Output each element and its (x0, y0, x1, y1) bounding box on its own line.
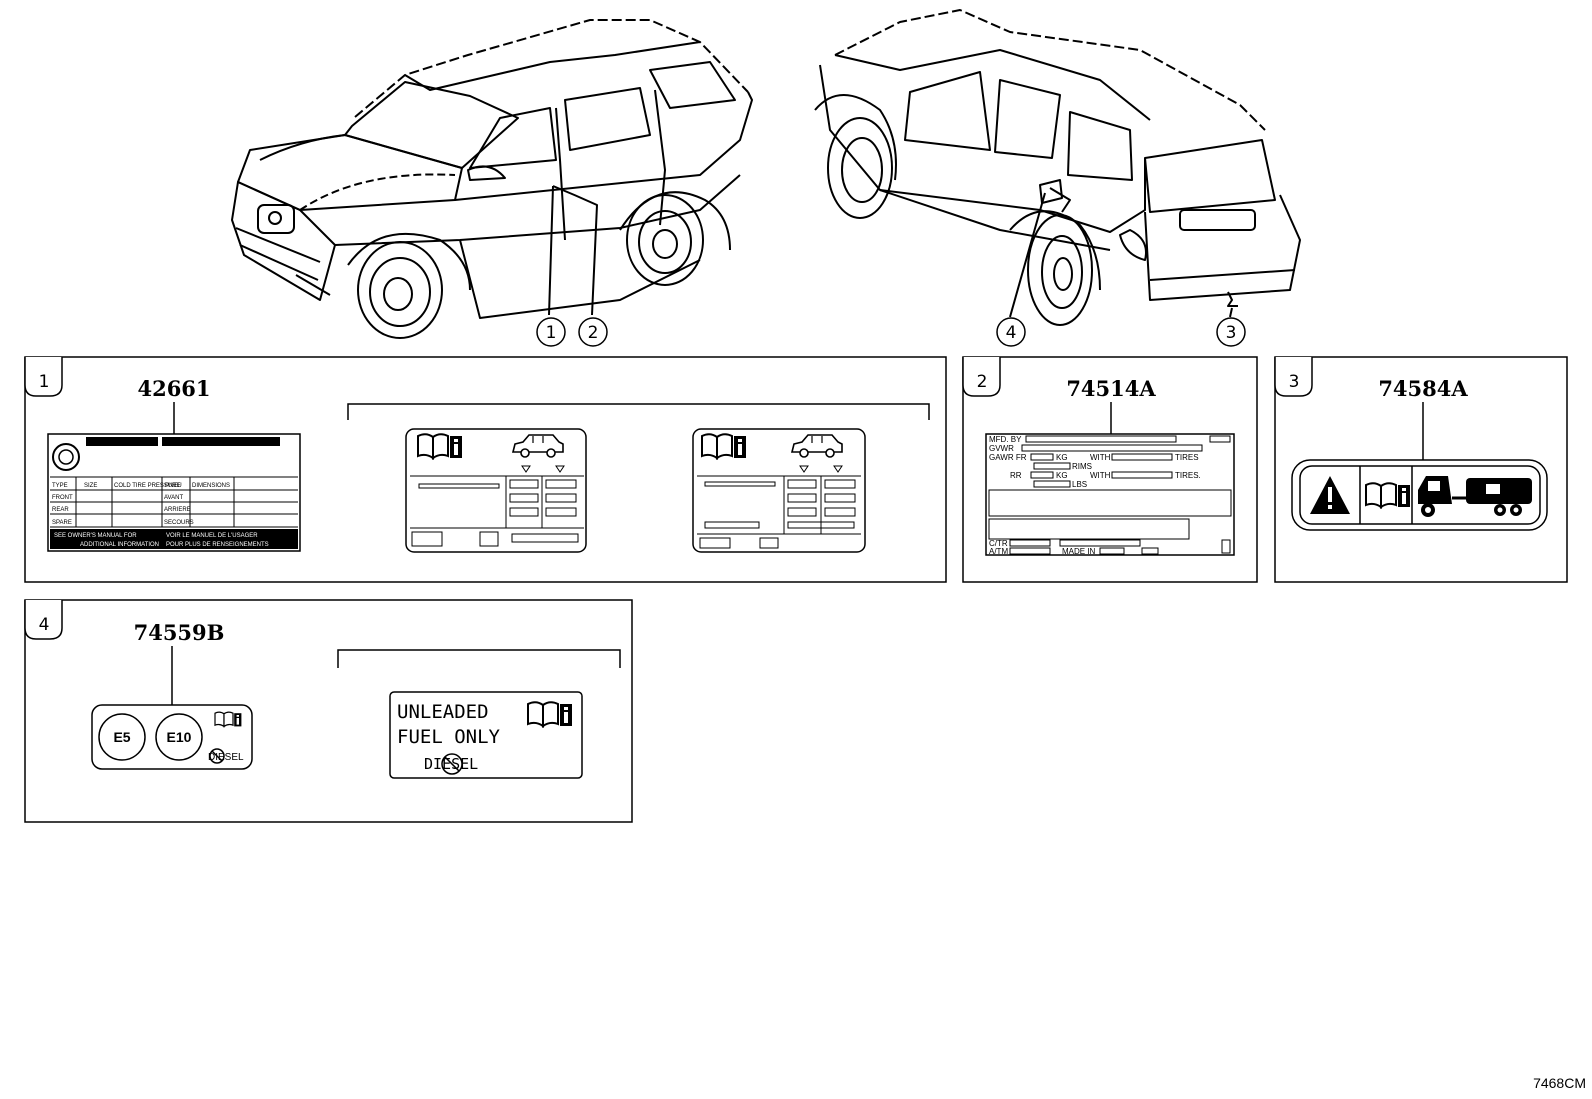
tire-footer-en-2: ADDITIONAL INFORMATION (80, 542, 159, 548)
tire-col-type: TYPE (52, 483, 68, 489)
tire-footer-en-1: SEE OWNER'S MANUAL FOR (54, 533, 137, 539)
e10-badge (155, 713, 203, 761)
panel-2-part-number: 74514A (1066, 376, 1156, 401)
panel-3-index: 3 (1289, 372, 1300, 392)
panel-4: 4 74559B E5 E10 DIESEL UNLEADED FUEL ONL… (24, 599, 633, 823)
callout-4 (996, 317, 1026, 347)
cert-tires-2: TIRES. (1175, 471, 1201, 480)
callout-1-label: 1 (546, 323, 557, 343)
cert-made-in: MADE IN (1062, 547, 1096, 556)
cert-with: WITH (1090, 453, 1111, 462)
no-diesel-small-icon (209, 748, 225, 764)
no-diesel-large-icon (441, 753, 463, 775)
cert-tires: TIRES (1175, 453, 1199, 462)
tire-row-avant: AVANT (164, 495, 183, 501)
cert-kg: KG (1056, 453, 1068, 462)
manual-icon (214, 711, 242, 728)
cert-c-tr: C/TR (989, 539, 1008, 548)
e5-badge (98, 713, 146, 761)
cert-gvwr: GVWR (989, 444, 1014, 453)
unleaded-line-2: FUEL ONLY (397, 726, 501, 748)
owners-manual-icon (1365, 482, 1411, 508)
tire-footer-fr-1: VOIR LE MANUEL DE L'USAGER (166, 533, 258, 539)
cert-with-2: WITH (1090, 471, 1111, 480)
panel-3-part-number: 74584A (1378, 376, 1468, 401)
tire-col-dimensions: DIMENSIONS (192, 483, 230, 489)
manual-icon-large (527, 701, 573, 727)
tire-row-secours: SECOURS (164, 520, 194, 526)
unleaded-line-1: UNLEADED (397, 701, 489, 723)
diesel-small-label: DIESEL (208, 752, 244, 763)
callout-3 (1216, 317, 1246, 347)
certification-label: MFD. BY GVWR GAWR FR KG WITH TIRES RIMS … (985, 433, 1235, 556)
e10-label: E10 (167, 729, 192, 745)
cert-rr: RR (1010, 471, 1022, 480)
rear-vehicle-illustration (814, 9, 1301, 326)
callout-2-label: 2 (588, 323, 599, 343)
cert-lbs: LBS (1072, 480, 1087, 489)
panel-1-index: 1 (39, 372, 50, 392)
tire-info-label-variant-a (405, 428, 587, 553)
panel-1-part-number: 42661 (137, 376, 210, 401)
fuel-label-small: E5 E10 DIESEL (91, 704, 253, 770)
cert-kg-2: KG (1056, 471, 1068, 480)
tire-col-cold-press: COLD TIRE PRESSURE (114, 483, 181, 489)
panel-2: 2 74514A MFD. BY GVWR GAWR FR KG WITH TI… (962, 356, 1258, 583)
tire-row-spare: SPARE (52, 520, 72, 526)
cert-mfd: MFD. BY (989, 435, 1022, 444)
panel-1: 1 42661 TYPE SIZE COLD TIRE PRESSURE PNE… (24, 356, 947, 583)
fuel-label-large: UNLEADED FUEL ONLY DIESEL (389, 691, 583, 779)
callout-3-label: 3 (1226, 323, 1237, 343)
tire-placard-label: TYPE SIZE COLD TIRE PRESSURE PNEU DIMENS… (47, 433, 301, 552)
tire-col-pneu: PNEU (165, 483, 182, 489)
panel-4-part-number: 74559B (134, 620, 225, 645)
tire-col-size: SIZE (84, 483, 97, 489)
cert-rims: RIMS (1072, 462, 1092, 471)
towing-warning-label (1291, 459, 1548, 531)
tire-row-arriere: ARRIERE (164, 507, 191, 513)
e5-label: E5 (113, 729, 130, 745)
truck-trailer-icon (1418, 476, 1532, 517)
tire-row-rear: REAR (52, 507, 69, 513)
tire-footer-fr-2: POUR PLUS DE RENSEIGNEMENTS (166, 542, 269, 548)
callout-2 (578, 317, 608, 347)
callout-1 (536, 317, 566, 347)
panel-3: 3 74584A (1274, 356, 1568, 583)
tire-info-label-variant-b (692, 428, 866, 553)
front-vehicle-illustration (231, 19, 753, 339)
cert-gawr-fr: GAWR FR (989, 453, 1027, 462)
panel-4-index: 4 (39, 615, 50, 635)
diagram-code: 7468CM (1533, 1075, 1586, 1091)
callout-4-label: 4 (1006, 323, 1017, 343)
cert-a-tm: A/TM (989, 547, 1008, 556)
tire-row-front: FRONT (52, 495, 73, 501)
callout-markers: 1 2 4 3 (536, 317, 1246, 347)
panel-2-index: 2 (977, 372, 988, 392)
